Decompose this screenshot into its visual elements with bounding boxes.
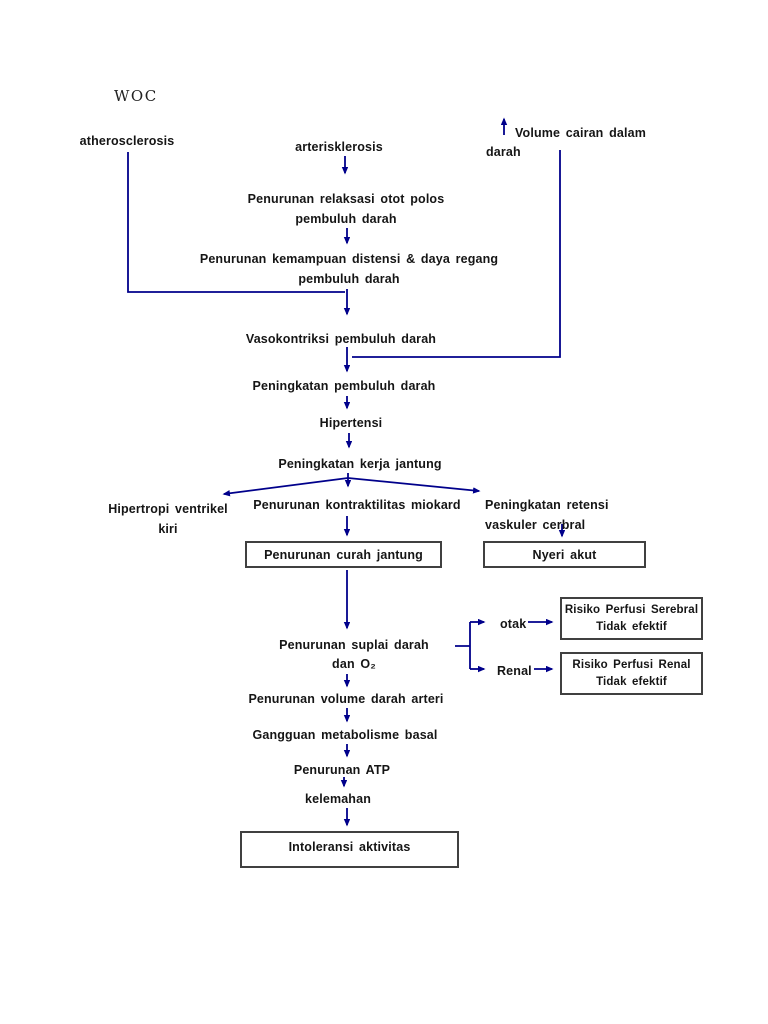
box-label: Tidak efektif [596,675,667,688]
node-kelemahan: kelemahan [305,792,371,806]
page-title: WOC [114,87,158,105]
line-volume-join [352,150,561,358]
box-intoleransi-aktivitas: Intoleransi aktivitas [240,831,459,868]
node-peningkatan-kerja-jantung: Peningkatan kerja jantung [278,457,442,471]
line-suplai-fork [455,622,471,669]
box-label: Risiko Perfusi Serebral [564,603,699,616]
node-line: Penurunan kemampuan distensi & daya rega… [199,252,499,266]
box-label: Nyeri akut [532,547,597,562]
box-label: Intoleransi aktivitas [288,840,411,854]
node-line: Penurunan relaksasi otot polos [247,192,445,206]
arrow-kerja-retensi [347,477,481,494]
node-line: Peningkatan retensi [485,498,609,512]
line-atherosclerosis-join [127,152,345,293]
node-otak: otak [500,617,527,631]
node-peningkatan-retensi: Peningkatan retensi vaskuler cerbral [485,495,609,535]
box-nyeri-akut: Nyeri akut [483,541,646,568]
node-kontraktilitas-miokard: Penurunan kontraktilitas miokard [253,498,461,512]
box-risiko-perfusi-renal: Risiko Perfusi Renal Tidak efektif [560,652,703,695]
box-label: Tidak efektif [596,620,667,633]
node-volume-cairan-line2: darah [486,145,521,159]
arrow-kerja-hipertropi [222,477,349,497]
node-volume-cairan-line1: Volume cairan dalam [515,126,646,140]
node-line: pembuluh darah [295,212,397,226]
node-hipertropi-ventrikel: Hipertropi ventrikel kiri [108,499,228,539]
node-gangguan-metabolisme: Gangguan metabolisme basal [252,728,438,742]
box-label: Penurunan curah jantung [264,547,423,562]
node-penurunan-distensi: Penurunan kemampuan distensi & daya rega… [200,249,498,289]
node-line: dan O₂ [332,657,376,671]
node-penurunan-suplai-darah: Penurunan suplai darah dan O₂ [279,636,429,674]
node-line: Hipertropi ventrikel [108,502,228,516]
node-vasokontriksi: Vasokontriksi pembuluh darah [245,332,437,346]
node-line: vaskuler cerbral [485,518,586,532]
node-renal: Renal [497,664,532,678]
node-penurunan-volume-arteri: Penurunan volume darah arteri [248,692,444,706]
node-hipertensi: Hipertensi [319,416,383,430]
node-penurunan-relaksasi: Penurunan relaksasi otot polos pembuluh … [248,189,445,229]
node-line: Penurunan suplai darah [279,638,429,652]
box-penurunan-curah-jantung: Penurunan curah jantung [245,541,442,568]
node-line: kiri [158,522,178,536]
box-label: Risiko Perfusi Renal [572,658,691,671]
node-atherosclerosis: atherosclerosis [79,134,175,148]
node-line: pembuluh darah [298,272,400,286]
node-peningkatan-pembuluh: Peningkatan pembuluh darah [252,379,436,393]
box-risiko-perfusi-serebral: Risiko Perfusi Serebral Tidak efektif [560,597,703,640]
node-penurunan-atp: Penurunan ATP [293,763,391,777]
node-arterisklerosis: arterisklerosis [295,140,383,154]
